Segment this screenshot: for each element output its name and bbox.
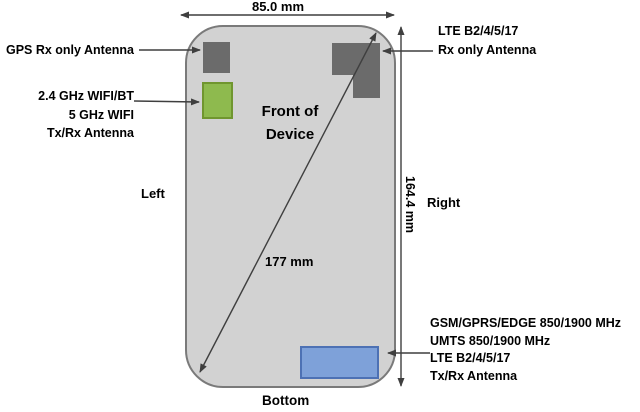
wifi-antenna-patch [202, 82, 233, 119]
lte-rx-antenna-label-line: Rx only Antenna [438, 42, 537, 57]
dimension-height-label: 164.4 mm [403, 176, 417, 233]
cellular-antenna-label-line: Tx/Rx Antenna [430, 368, 518, 383]
side-label-bottom: Bottom [262, 393, 310, 408]
lte-rx-antenna-patch-extension [353, 43, 380, 98]
dimension-diagonal-label: 177 mm [265, 254, 314, 269]
wifi-antenna-label-line: Tx/Rx Antenna [46, 126, 134, 140]
wifi-antenna-label: 2.4 GHz WIFI/BT 5 GHz WIFI Tx/Rx Antenna [0, 87, 134, 143]
wifi-antenna-label-line: 5 GHz WIFI [68, 107, 134, 122]
front-of-device-label-line: Front of [261, 103, 319, 120]
cellular-antenna-patch [300, 346, 379, 379]
cellular-antenna-label-line: LTE B2/4/5/17 [430, 351, 511, 366]
gps-antenna-label: GPS Rx only Antenna [5, 43, 134, 57]
cellular-antenna-label-line: GSM/GPRS/EDGE 850/1900 MHz [430, 316, 622, 330]
lte-rx-antenna-label: LTE B2/4/5/17 Rx only Antenna [438, 22, 536, 59]
gps-antenna-patch [203, 42, 230, 73]
cellular-antenna-label: GSM/GPRS/EDGE 850/1900 MHz UMTS 850/1900… [430, 315, 621, 385]
wifi-antenna-label-line: 2.4 GHz WIFI/BT [38, 89, 134, 103]
cellular-antenna-label-line: UMTS 850/1900 MHz [430, 333, 551, 348]
front-of-device-label: Front of Device [240, 100, 340, 146]
side-label-right: Right [427, 195, 461, 210]
dimension-width-label: 85.0 mm [251, 0, 305, 14]
lte-rx-antenna-label-line: LTE B2/4/5/17 [438, 24, 519, 38]
side-label-left: Left [141, 186, 165, 201]
front-of-device-label-line: Device [265, 126, 315, 143]
